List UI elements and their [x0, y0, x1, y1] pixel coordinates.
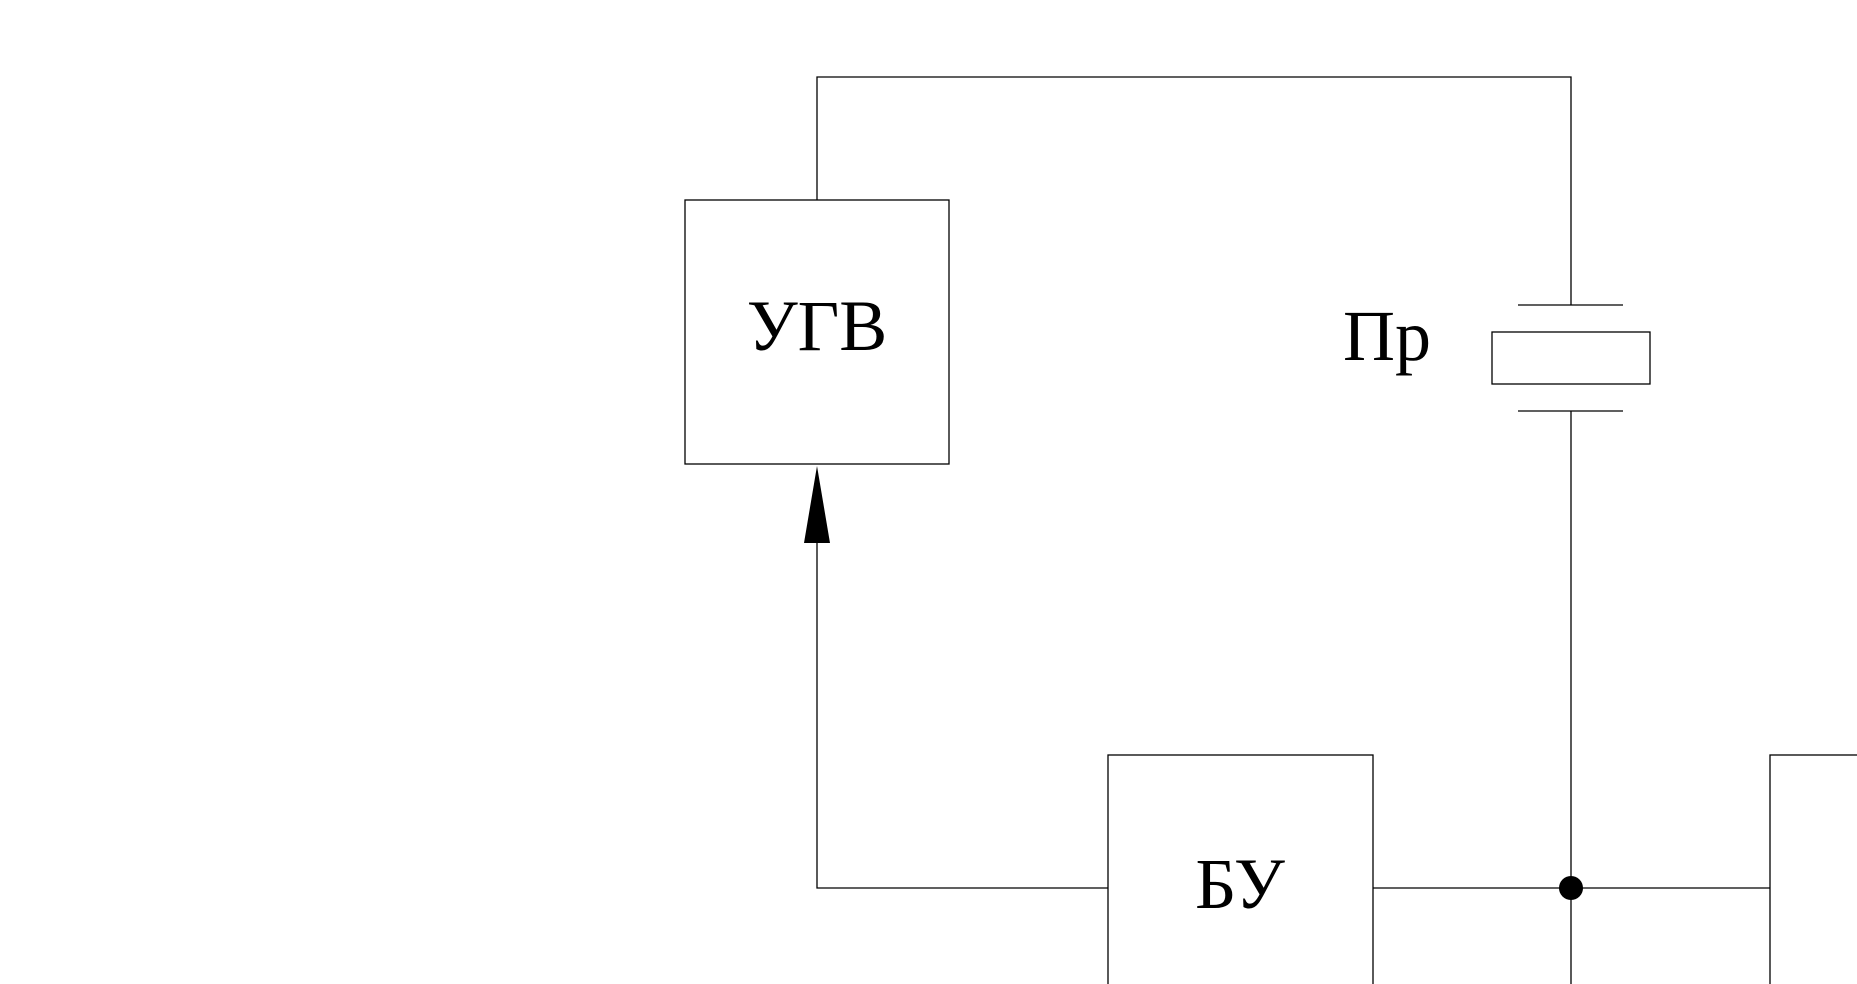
- block-ugv-frame: [684, 199, 950, 465]
- arrowhead-up-icon: [804, 466, 830, 543]
- wire-top-loop: [816, 76, 1572, 305]
- block-right-frame: [1769, 754, 1857, 984]
- block-bu-label: БУ: [1195, 844, 1285, 924]
- crystal-body: [1491, 331, 1651, 385]
- crystal-resonator: [1491, 304, 1651, 412]
- block-right: [1769, 754, 1857, 984]
- crystal-label: Пр: [1343, 296, 1431, 376]
- block-ugv-label: УГВ: [747, 286, 888, 366]
- block-ugv: УГВ: [684, 199, 950, 465]
- wire-feedback: [816, 543, 1108, 889]
- block-bu: БУ: [1107, 754, 1374, 984]
- junction-dot-icon: [1559, 876, 1583, 900]
- block-bu-frame: [1107, 754, 1374, 984]
